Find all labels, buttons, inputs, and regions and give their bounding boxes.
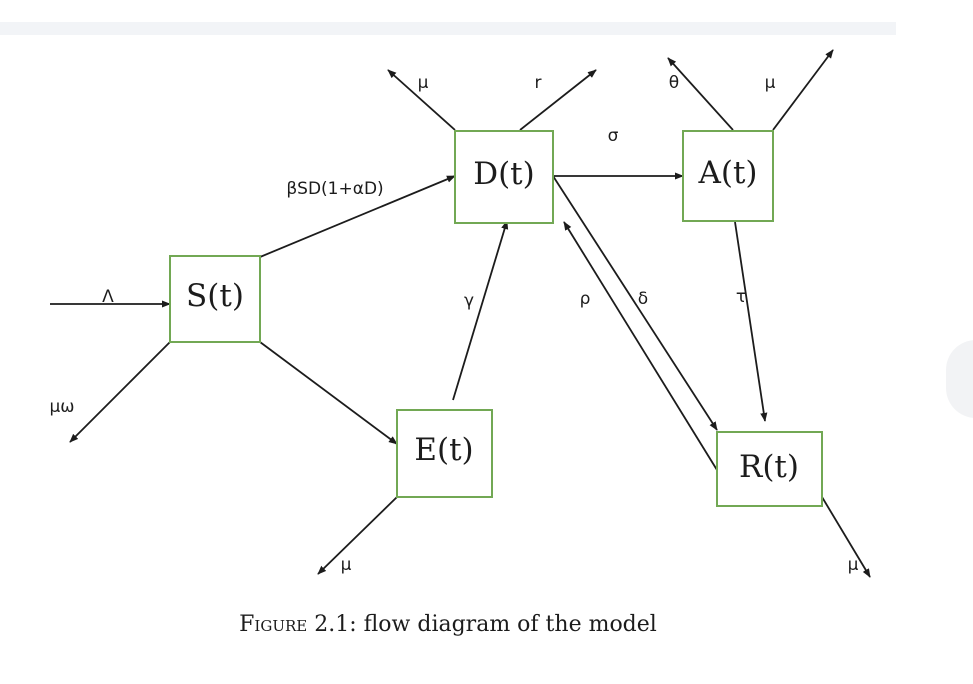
- arrow-d-to-r: [552, 175, 718, 431]
- arrow-a-to-r: [734, 221, 768, 422]
- label-theta: θ: [669, 73, 679, 93]
- label-rho: ρ: [580, 289, 591, 309]
- node-r: R(t): [716, 431, 823, 507]
- node-d-label: D(t): [473, 156, 535, 192]
- arrow-a-death: [772, 49, 834, 131]
- arrow-s-death: [69, 341, 171, 443]
- top-bar: [0, 22, 896, 35]
- arrow-e-to-d: [452, 220, 509, 401]
- label-mu-omega: μω: [49, 397, 74, 417]
- node-d: D(t): [454, 130, 554, 224]
- label-sigma: σ: [608, 126, 619, 146]
- label-delta: δ: [638, 289, 648, 309]
- label-s-to-d: βSD(1+αD): [286, 179, 383, 199]
- label-gamma: γ: [464, 291, 474, 311]
- figure-caption: Figure 2.1: flow diagram of the model: [0, 612, 896, 637]
- node-a-label: A(t): [697, 155, 757, 191]
- arrow-e-death: [317, 496, 398, 575]
- figure-caption-text: flow diagram of the model: [363, 612, 657, 637]
- label-lambda: Λ: [102, 287, 114, 307]
- label-d-mu: μ: [418, 73, 429, 93]
- label-d-r: r: [535, 73, 542, 93]
- node-e-label: E(t): [414, 432, 473, 468]
- figure-caption-label: Figure 2.1:: [239, 612, 357, 637]
- label-e-mu: μ: [341, 555, 352, 575]
- node-s-label: S(t): [186, 278, 244, 314]
- arrow-a-theta-out: [667, 57, 734, 131]
- node-s: S(t): [169, 255, 261, 343]
- arrow-s-to-e: [259, 341, 398, 445]
- node-e: E(t): [396, 409, 493, 498]
- arrow-r-to-d: [563, 221, 718, 471]
- side-scroll-pill[interactable]: [946, 340, 973, 418]
- arrow-d-death: [387, 69, 456, 131]
- node-r-label: R(t): [739, 449, 799, 485]
- arrow-r-death: [821, 496, 871, 578]
- arrow-d-r-out: [519, 69, 597, 131]
- node-a: A(t): [682, 130, 774, 222]
- arrow-s-to-d: [259, 175, 456, 258]
- label-r-mu: μ: [848, 555, 859, 575]
- label-a-mu: μ: [765, 73, 776, 93]
- label-tau: τ: [736, 287, 746, 307]
